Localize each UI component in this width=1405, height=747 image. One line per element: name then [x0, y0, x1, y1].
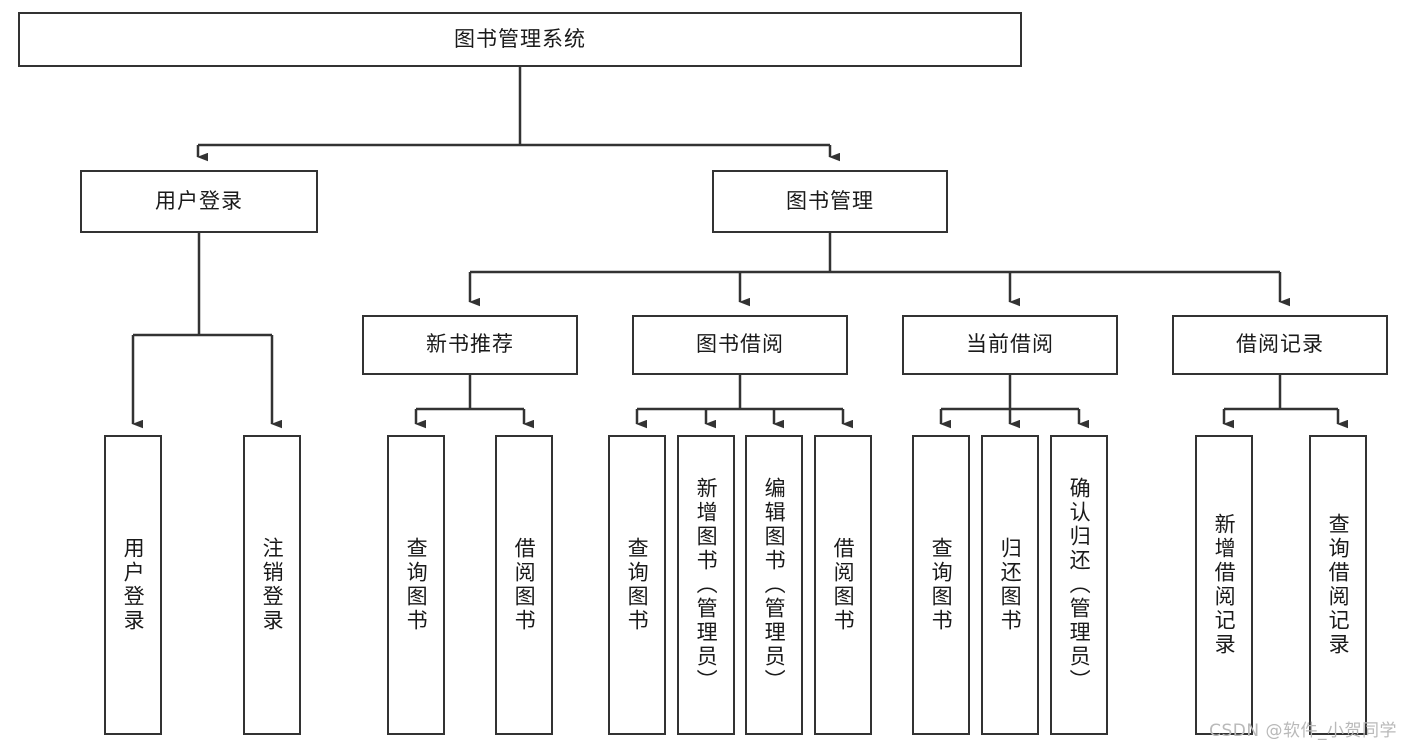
node-new-book-recommend[interactable]: 新书推荐 — [362, 315, 578, 375]
node-current-borrow[interactable]: 当前借阅 — [902, 315, 1118, 375]
node-leaf-label: 查询图书 — [929, 537, 954, 633]
node-leaf-current-return[interactable]: 归还图书 — [981, 435, 1039, 735]
node-leaf-record-add[interactable]: 新增借阅记录 — [1195, 435, 1253, 735]
node-leaf-user-login-signout[interactable]: 注销登录 — [243, 435, 301, 735]
node-leaf-label: 查询图书 — [625, 537, 650, 633]
node-leaf-label: 借阅图书 — [831, 537, 856, 633]
node-book-borrow-label: 图书借阅 — [696, 332, 784, 357]
node-leaf-label: 归还图书 — [998, 537, 1023, 633]
node-leaf-borrow-add[interactable]: 新增图书（管理员） — [677, 435, 735, 735]
node-user-login[interactable]: 用户登录 — [80, 170, 318, 233]
node-leaf-borrow-edit[interactable]: 编辑图书（管理员） — [745, 435, 803, 735]
node-leaf-label: 确认归还（管理员） — [1067, 477, 1092, 693]
node-book-management-label: 图书管理 — [786, 188, 874, 213]
node-leaf-newbook-borrow[interactable]: 借阅图书 — [495, 435, 553, 735]
node-new-book-recommend-label: 新书推荐 — [426, 332, 514, 357]
node-leaf-label: 编辑图书（管理员） — [762, 477, 787, 693]
node-leaf-current-query[interactable]: 查询图书 — [912, 435, 970, 735]
node-current-borrow-label: 当前借阅 — [966, 332, 1054, 357]
node-leaf-label: 用户登录 — [121, 537, 146, 633]
node-leaf-label: 查询图书 — [404, 537, 429, 633]
node-leaf-label: 新增图书（管理员） — [694, 477, 719, 693]
node-book-management[interactable]: 图书管理 — [712, 170, 948, 233]
node-root[interactable]: 图书管理系统 — [18, 12, 1022, 67]
node-leaf-user-login-signin[interactable]: 用户登录 — [104, 435, 162, 735]
node-leaf-label: 新增借阅记录 — [1212, 513, 1237, 657]
node-borrow-record-label: 借阅记录 — [1236, 332, 1324, 357]
node-leaf-borrow-lend[interactable]: 借阅图书 — [814, 435, 872, 735]
node-leaf-borrow-query[interactable]: 查询图书 — [608, 435, 666, 735]
node-leaf-label: 查询借阅记录 — [1326, 513, 1351, 657]
node-leaf-label: 注销登录 — [260, 537, 285, 633]
node-leaf-label: 借阅图书 — [512, 537, 537, 633]
node-leaf-newbook-query[interactable]: 查询图书 — [387, 435, 445, 735]
node-borrow-record[interactable]: 借阅记录 — [1172, 315, 1388, 375]
node-leaf-record-query[interactable]: 查询借阅记录 — [1309, 435, 1367, 735]
node-leaf-current-confirm-return[interactable]: 确认归还（管理员） — [1050, 435, 1108, 735]
node-book-borrow[interactable]: 图书借阅 — [632, 315, 848, 375]
node-user-login-label: 用户登录 — [155, 188, 243, 213]
node-root-label: 图书管理系统 — [454, 26, 586, 51]
